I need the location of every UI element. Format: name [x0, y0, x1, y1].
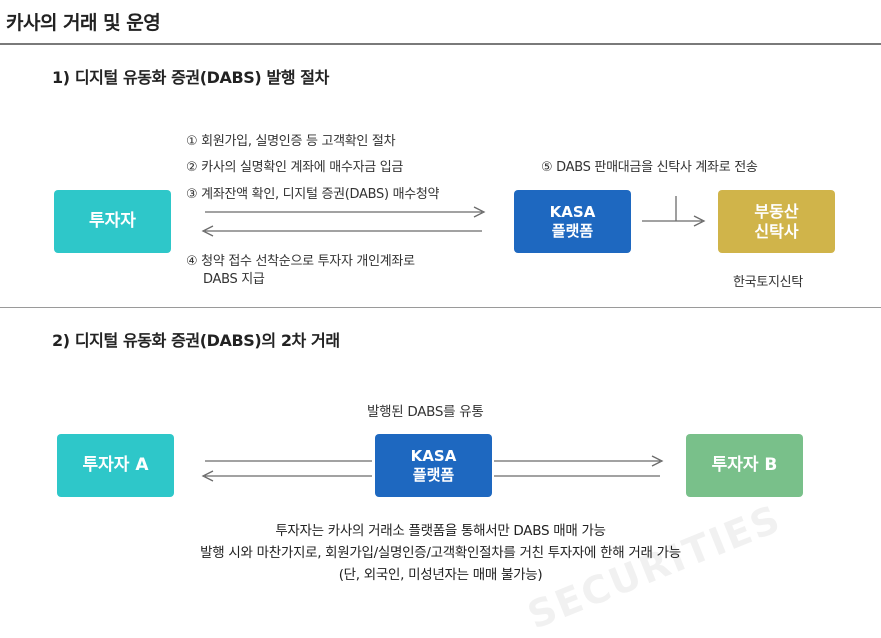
investor-box: 투자자: [54, 190, 171, 253]
trust-label-line2: 신탁사: [754, 221, 799, 241]
title-divider: [0, 43, 881, 45]
note-line2: 발행 시와 마찬가지로, 회원가입/실명인증/고객확인절차를 거친 투자자에 한…: [200, 545, 681, 561]
kasa2-label-line1: KASA: [410, 446, 457, 465]
kasa-platform-box-2: KASA 플랫폼: [375, 434, 492, 497]
section-divider: [0, 307, 881, 308]
investor-b-box: 투자자 B: [686, 434, 803, 497]
trust-caption: 한국토지신탁: [733, 275, 803, 290]
flow-label: 발행된 DABS를 유통: [367, 404, 484, 420]
investor-label: 투자자: [89, 210, 136, 231]
trust-company-box: 부동산 신탁사: [718, 190, 835, 253]
step-5: ⑤ DABS 판매대금을 신탁사 계좌로 전송: [541, 160, 758, 175]
note-line1: 투자자는 카사의 거래소 플랫폼을 통해서만 DABS 매매 가능: [275, 523, 606, 539]
arrowhead-to-b: [651, 455, 664, 467]
note-line3: (단, 외국인, 미성년자는 매매 불가능): [338, 567, 543, 583]
kasa2-label-line2: 플랫폼: [412, 465, 455, 484]
section2-title: 2) 디지털 유동화 증권(DABS)의 2차 거래: [52, 331, 340, 350]
kasa-label-line1: KASA: [549, 202, 596, 221]
trust-label-line1: 부동산: [754, 201, 799, 221]
arrowhead-to-a: [201, 470, 214, 482]
arrowhead-to-investor: [201, 225, 214, 237]
step-4-line2: DABS 지급: [203, 272, 265, 287]
page-title: 카사의 거래 및 운영: [6, 12, 161, 34]
section1-title: 1) 디지털 유동화 증권(DABS) 발행 절차: [52, 68, 329, 87]
investor-a-label: 투자자 A: [82, 454, 149, 475]
investor-a-box: 투자자 A: [57, 434, 174, 497]
step-4-line1: ④ 청약 접수 선착순으로 투자자 개인계좌로: [186, 254, 415, 269]
arrowhead-to-kasa: [473, 206, 486, 218]
step-2: ② 카사의 실명확인 계좌에 매수자금 입금: [186, 160, 404, 175]
arrowhead-to-trust: [693, 215, 706, 227]
step-3: ③ 계좌잔액 확인, 디지털 증권(DABS) 매수청약: [186, 187, 440, 202]
kasa-platform-box: KASA 플랫폼: [514, 190, 631, 253]
flow-arrows: [201, 196, 706, 482]
step-1: ① 회원가입, 실명인증 등 고객확인 절차: [186, 134, 396, 149]
investor-b-label: 투자자 B: [711, 454, 778, 475]
kasa-label-line2: 플랫폼: [551, 221, 594, 240]
